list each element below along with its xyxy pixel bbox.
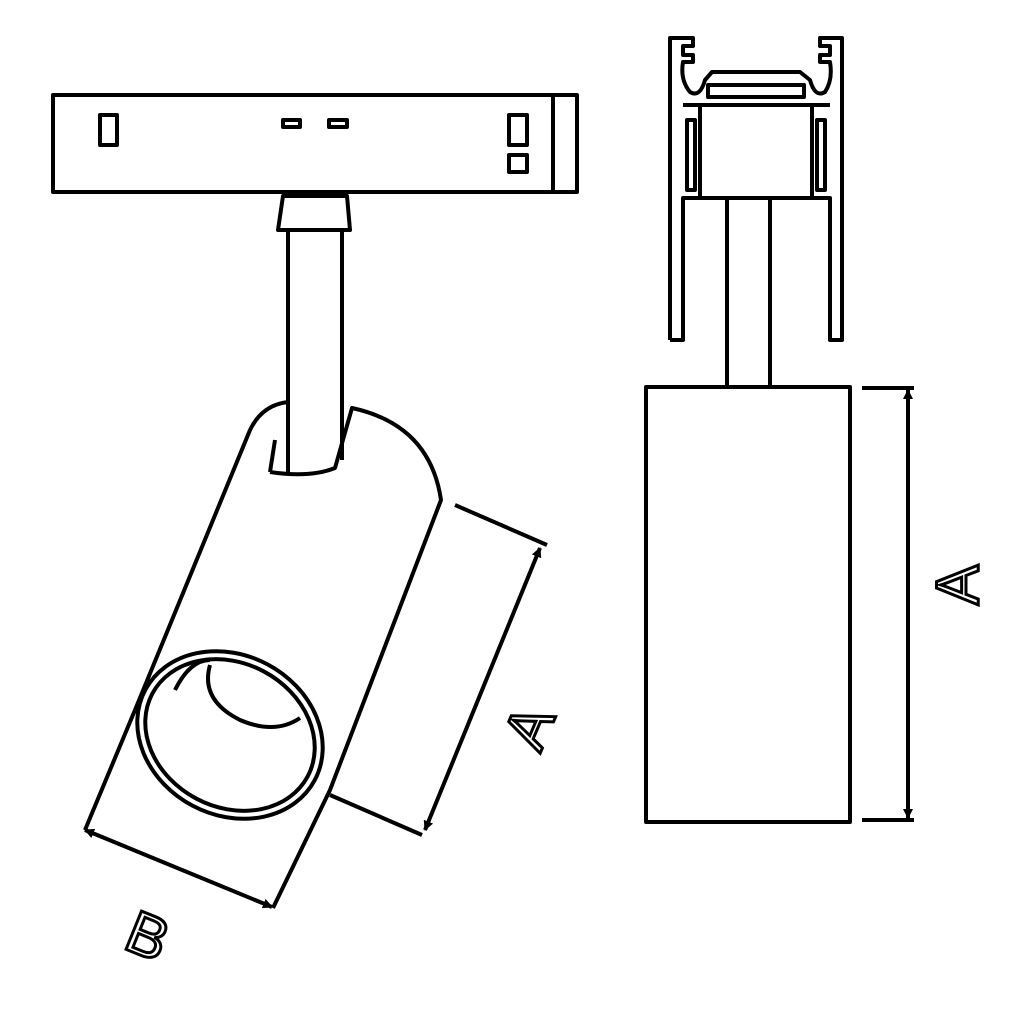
dimension-label-a-front: A: [924, 565, 991, 605]
stem: [276, 194, 352, 472]
dimension-a-side: A: [329, 503, 569, 837]
track-profile: [668, 36, 844, 342]
side-view: A B: [51, 93, 579, 976]
lamp-body: [83, 400, 443, 909]
dimension-b: B: [84, 828, 273, 976]
dimension-a-front: A: [862, 386, 993, 822]
dimension-label-a-side: A: [490, 695, 567, 758]
track-adapter: [51, 93, 579, 194]
front-view: A: [644, 36, 993, 824]
lamp-body-front: [644, 385, 852, 824]
dimension-label-b: B: [117, 897, 179, 974]
